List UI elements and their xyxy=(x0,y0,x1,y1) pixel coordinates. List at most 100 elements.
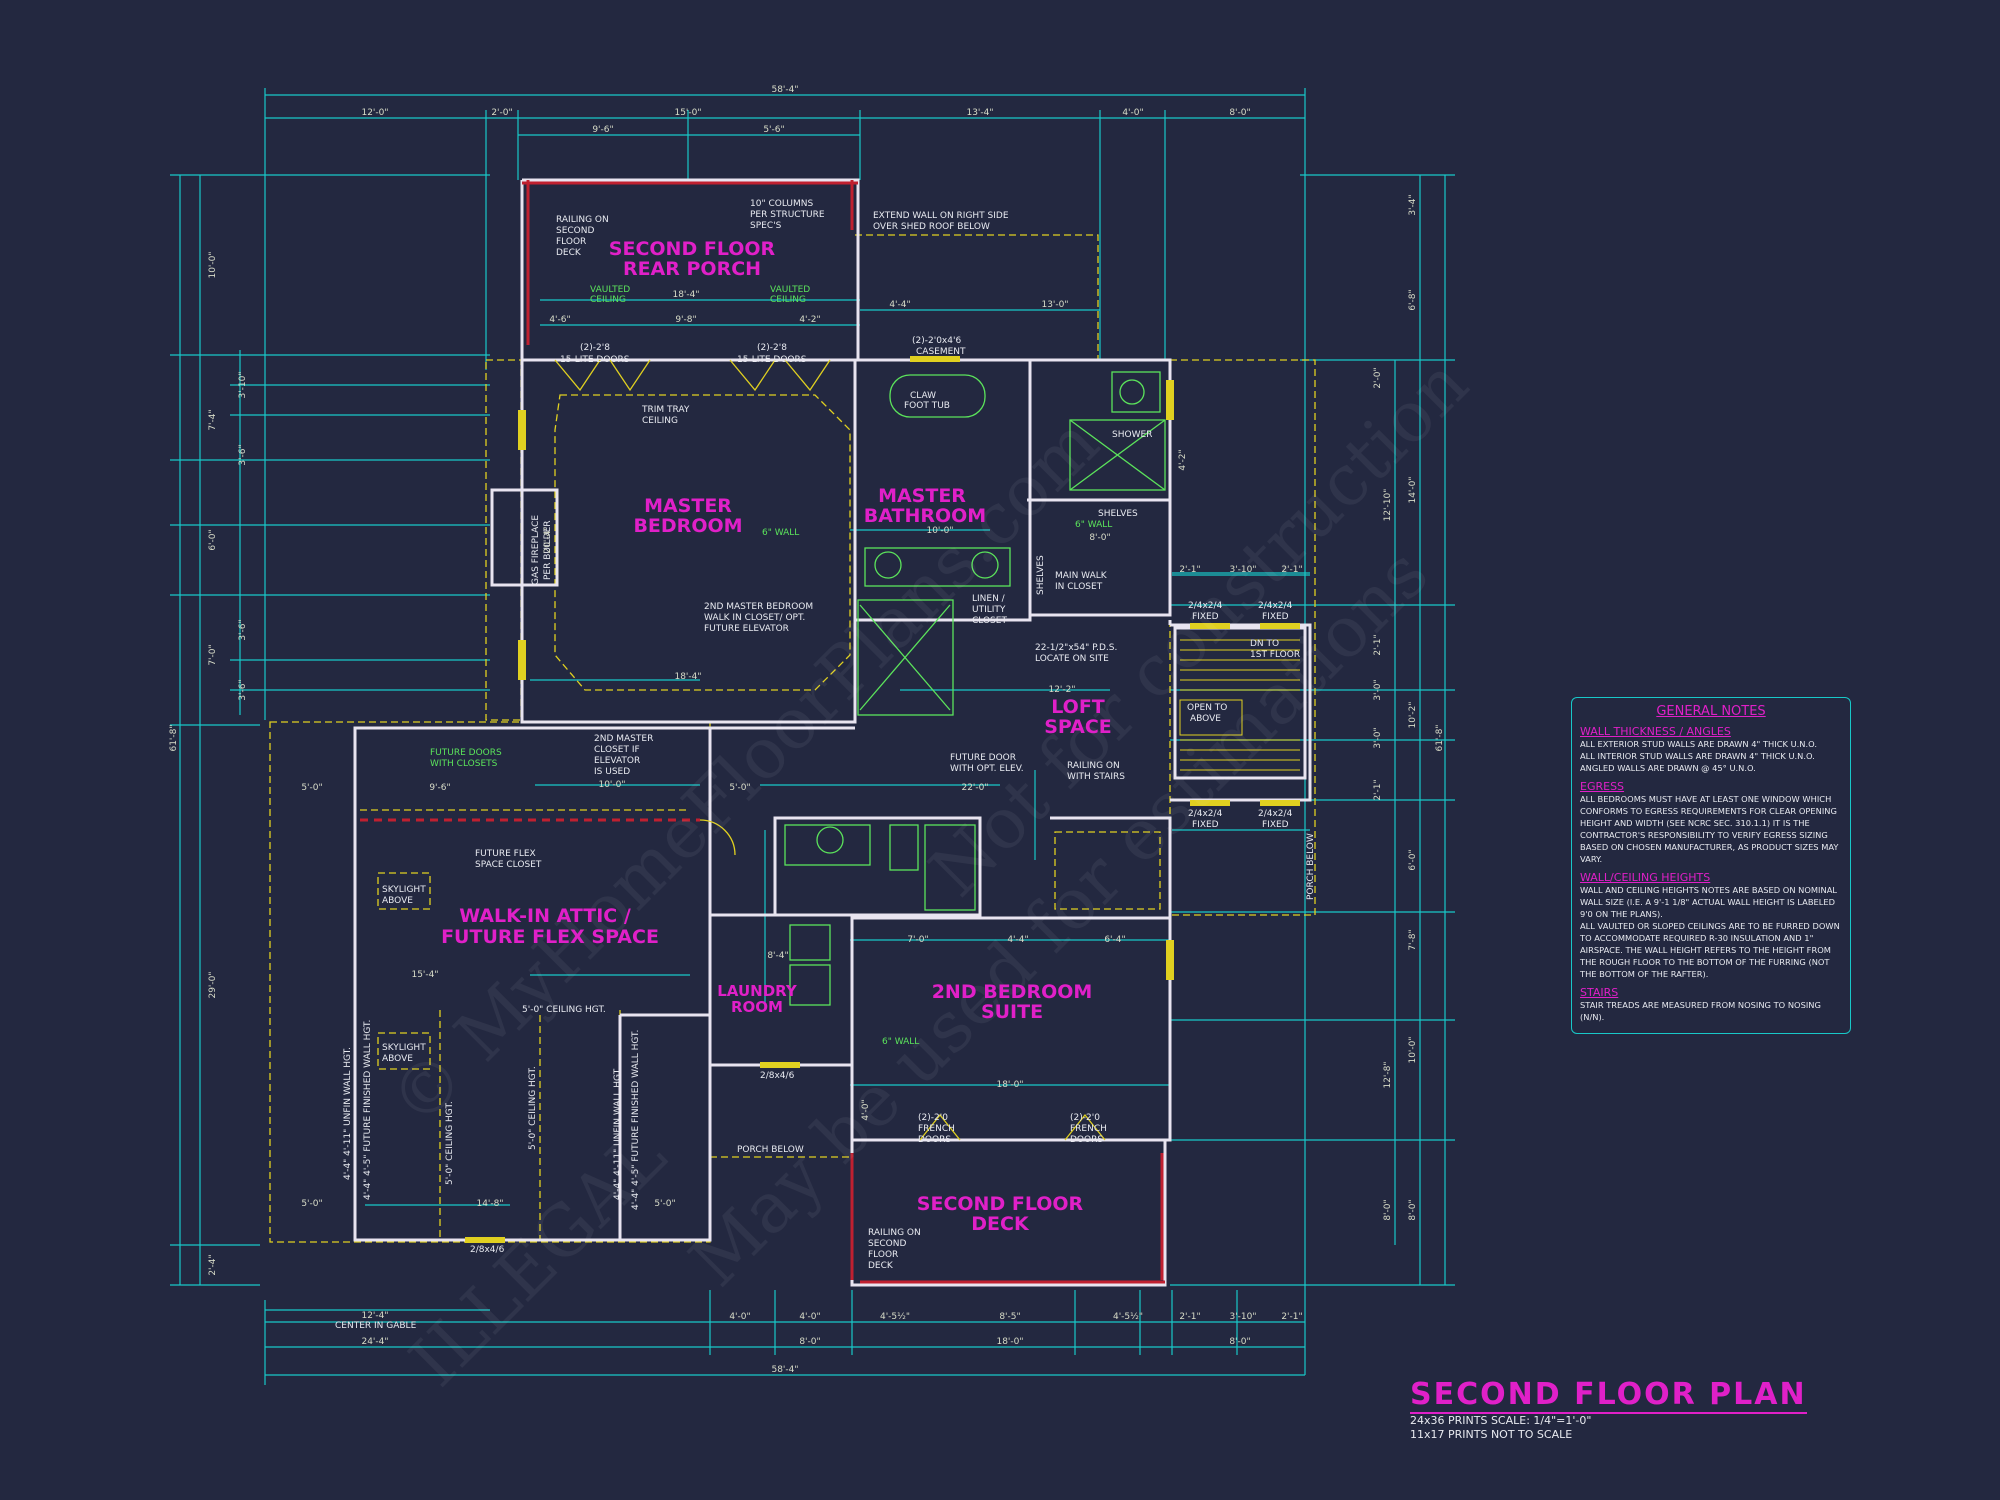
note-fireplace-1: GAS FIREPLACE xyxy=(531,515,541,585)
dim-bottom-row2-6: 3'-10" xyxy=(1229,1312,1256,1322)
note-vaulted-left-1: VAULTED xyxy=(590,285,630,295)
note-french-right-3: DOORS xyxy=(1070,1135,1103,1145)
railings xyxy=(360,180,1165,1284)
note-fixed1-1: 2/4x2/4 xyxy=(1188,601,1223,611)
dim-porch-4: 4'-4" xyxy=(889,300,910,310)
dim-right-col2-2: 2'-1" xyxy=(1373,634,1383,655)
note-railing-deck-4: DECK xyxy=(868,1261,894,1271)
dim-right-col2-7: 10'-0" xyxy=(1408,1036,1418,1063)
note-6-wall-master: 6" WALL xyxy=(762,528,799,538)
note-linen-2: UTILITY xyxy=(972,605,1006,615)
note-center-gable: CENTER IN GABLE xyxy=(335,1321,417,1331)
dim-left-col-4: 29'-0" xyxy=(208,971,218,998)
dim-top-row1-4: 4'-0" xyxy=(1122,108,1143,118)
dim-right-col-4: 6'-0" xyxy=(1408,849,1418,870)
notes-text-egress: ALL BEDROOMS MUST HAVE AT LEAST ONE WIND… xyxy=(1580,794,1839,864)
dim-right-col2-1: 14'-0" xyxy=(1408,476,1418,503)
dim-bottom-total: 58'-4" xyxy=(771,1365,798,1375)
scale-line-2: 11x17 PRINTS NOT TO SCALE xyxy=(1410,1428,1573,1441)
dim-porch-1: 9'-8" xyxy=(675,315,696,325)
note-railing-rear-4: DECK xyxy=(556,248,582,258)
dim-right-col2-8: 8'-0" xyxy=(1383,1199,1393,1220)
room-deck-line2: DECK xyxy=(971,1213,1030,1235)
room-laundry-line2: ROOM xyxy=(731,998,783,1016)
dim-porch-0: 4'-6" xyxy=(549,315,570,325)
note-flex-closet-2: SPACE CLOSET xyxy=(475,860,542,870)
dim-int-5: 22'-0" xyxy=(961,783,988,793)
dim-left-col2-1: 3'-6" xyxy=(238,444,248,465)
note-open-2: ABOVE xyxy=(1190,714,1221,724)
note-railing-deck-2: SECOND xyxy=(868,1239,907,1249)
general-notes-heading: GENERAL NOTES xyxy=(1656,704,1766,719)
note-railing-stairs-1: RAILING ON xyxy=(1067,761,1120,771)
note-future-door-1: FUTURE DOOR xyxy=(950,753,1016,763)
dim-bottom-row2-1: 4'-0" xyxy=(799,1312,820,1322)
note-dn-2: 1ST FLOOR xyxy=(1250,650,1300,660)
dim-right-col-6: 8'-0" xyxy=(1408,1199,1418,1220)
dim-int-0: 20'-4" xyxy=(543,526,553,553)
room-rear-porch-line2: REAR PORCH xyxy=(623,258,761,280)
dim-top-row1-5: 8'-0" xyxy=(1229,108,1250,118)
dim-int-4: 12'-2" xyxy=(1048,685,1075,695)
note-closet-elev-3: FUTURE ELEVATOR xyxy=(704,624,789,634)
note-railing-stairs-2: WITH STAIRS xyxy=(1067,772,1125,782)
note-extend-wall-2: OVER SHED ROOF BELOW xyxy=(873,222,990,232)
note-casement-1: (2)-2'0x4'6 xyxy=(912,336,961,346)
dim-porch-2: 18'-4" xyxy=(672,290,699,300)
dim-int-16: 6'-4" xyxy=(1104,935,1125,945)
note-vert-4: 5'-0" CEILING HGT. xyxy=(528,1066,538,1150)
dim-top-row1-2: 15'-0" xyxy=(674,108,701,118)
dim-right-col-0: 3'-4" xyxy=(1408,194,1418,215)
note-2nd-master-closet-2: CLOSET IF xyxy=(594,745,640,755)
note-shelves-side: SHELVES xyxy=(1036,555,1046,595)
note-french-left-1: (2)-2'0 xyxy=(918,1113,948,1123)
note-extend-wall-1: EXTEND WALL ON RIGHT SIDE xyxy=(873,211,1009,221)
dim-right-col2-3: 3'-0" xyxy=(1373,679,1383,700)
note-dn-1: DN TO xyxy=(1250,639,1279,649)
room-loft-line1: LOFT xyxy=(1051,696,1105,718)
notes-section-title-heights: WALL/CEILING HEIGHTS xyxy=(1580,871,1711,884)
note-vaulted-left-2: CEILING xyxy=(590,295,626,305)
dim-bottom-row2-3: 8'-5" xyxy=(999,1312,1020,1322)
room-laundry-line1: LAUNDRY xyxy=(717,982,798,1000)
note-closet-elev-1: 2ND MASTER BEDROOM xyxy=(704,602,813,612)
dim-left-col2-3: 3'-6" xyxy=(238,679,248,700)
note-future-doors-closets-1: FUTURE DOORS xyxy=(430,748,502,758)
room-attic-line1: WALK-IN ATTIC / xyxy=(459,905,631,927)
dim-int-6: 15'-4" xyxy=(411,970,438,980)
dim-right-total: 61'-8" xyxy=(1435,724,1445,751)
dim-top-row1-0: 12'-0" xyxy=(361,108,388,118)
note-doors-left-1: (2)-2'8 xyxy=(580,343,610,353)
note-skylight2-2: ABOVE xyxy=(382,1054,413,1064)
note-doors-right-2: 15-LITE DOORS xyxy=(737,355,807,365)
note-railing-deck-1: RAILING ON xyxy=(868,1228,921,1238)
note-french-right-2: FRENCH xyxy=(1070,1124,1107,1134)
note-doors-right-1: (2)-2'8 xyxy=(757,343,787,353)
room-deck-line1: SECOND FLOOR xyxy=(917,1193,1084,1215)
note-french-right-1: (2)-2'0 xyxy=(1070,1113,1100,1123)
note-french-left-3: DOORS xyxy=(918,1135,951,1145)
scale-line-1: 24x36 PRINTS SCALE: 1/4"=1'-0" xyxy=(1410,1414,1592,1427)
dim-int-12: 5'-0" xyxy=(654,1199,675,1209)
dim-int-8: 18'-0" xyxy=(996,1080,1023,1090)
dim-int-15: 4'-4" xyxy=(1007,935,1028,945)
notes-section-title-stairs: STAIRS xyxy=(1580,986,1619,999)
notes-text-stairs: STAIR TREADS ARE MEASURED FROM NOSING TO… xyxy=(1580,1000,1821,1022)
dim-right-col-2: 12'-10" xyxy=(1383,489,1393,522)
note-vaulted-right-1: VAULTED xyxy=(770,285,810,295)
dim-right-col-3: 10'-2" xyxy=(1408,701,1418,728)
room-master-bathroom-line1: MASTER xyxy=(878,485,966,507)
annotations: RAILING ON SECOND FLOOR DECK 10" COLUMNS… xyxy=(335,199,1316,1331)
dim-int-21: 3'-10" xyxy=(1229,565,1256,575)
note-fixed2-1: 2/4x2/4 xyxy=(1258,601,1293,611)
note-columns-2: PER STRUCTURE xyxy=(750,210,825,220)
room-rear-porch-line1: SECOND FLOOR xyxy=(609,238,776,260)
note-vert-6: 4'-4" 4'-5" FUTURE FINISHED WALL HGT. xyxy=(631,1030,641,1210)
note-porch-below-right: PORCH BELOW xyxy=(1306,833,1316,900)
notes-section-title-egress: EGRESS xyxy=(1580,780,1625,793)
note-claw-2: FOOT TUB xyxy=(904,401,950,411)
note-fixed3-2: FIXED xyxy=(1192,820,1219,830)
walls xyxy=(353,178,1312,1287)
dim-bottom-row2-2: 4'-5½" xyxy=(880,1312,910,1322)
